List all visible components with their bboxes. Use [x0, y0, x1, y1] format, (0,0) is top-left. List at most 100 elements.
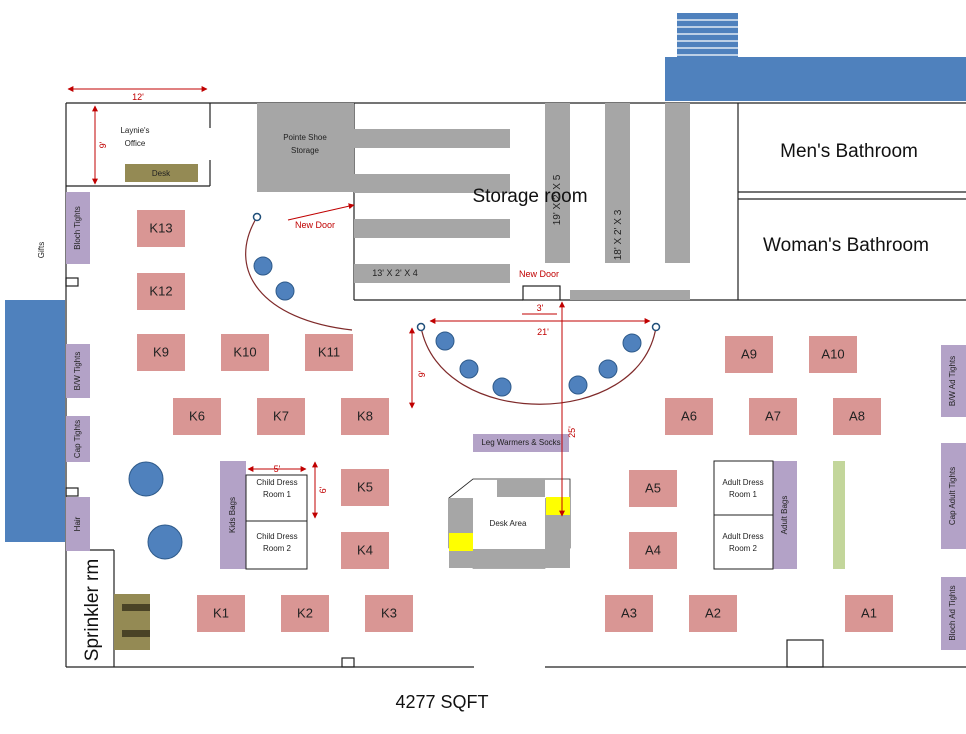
- bw-tights-sign: B/W Tights: [66, 344, 90, 398]
- svg-text:Kids Bags: Kids Bags: [228, 497, 237, 533]
- svg-text:Pointe Shoe: Pointe Shoe: [283, 133, 327, 142]
- new-door-note-1: New Door: [295, 220, 335, 230]
- svg-text:K3: K3: [381, 605, 397, 620]
- office-label-2: Office: [125, 139, 146, 148]
- svg-text:A1: A1: [861, 605, 877, 620]
- svg-text:Room 1: Room 1: [263, 490, 292, 499]
- svg-text:Room 2: Room 2: [263, 544, 292, 553]
- new-door-note-2: New Door: [519, 269, 559, 279]
- dressing-rooms: [245, 460, 774, 570]
- fixture-a7: A7: [749, 398, 797, 435]
- fixture-a2: A2: [689, 595, 737, 632]
- fixture-k2: K2: [281, 595, 329, 632]
- svg-text:A3: A3: [621, 605, 637, 620]
- kids-fixtures: K13 K12 K9 K10 K11 K6 K7 K8 K5 K4 K1 K2 …: [137, 210, 413, 632]
- svg-text:K8: K8: [357, 408, 373, 423]
- svg-text:K11: K11: [318, 344, 340, 359]
- bloch-tights-sign: Bloch Tights: [66, 192, 90, 264]
- svg-text:Bloch Tights: Bloch Tights: [73, 206, 82, 250]
- office-height-dim: 9': [98, 141, 108, 148]
- svg-text:Bloch Ad Tights: Bloch Ad Tights: [948, 585, 957, 640]
- svg-text:A8: A8: [849, 408, 865, 423]
- adult-dress-room-1-line1: Adult Dress: [722, 478, 763, 487]
- svg-text:Room 1: Room 1: [729, 490, 758, 499]
- leg-warmers-sign: Leg Warmers & Socks: [473, 434, 569, 452]
- svg-text:B/W Ad Tights: B/W Ad Tights: [948, 356, 957, 406]
- arc-width-dim: 21': [537, 327, 549, 337]
- svg-text:Room 2: Room 2: [729, 544, 758, 553]
- curved-displays: [128, 212, 661, 560]
- svg-text:K4: K4: [357, 542, 373, 557]
- adult-bags-sign: Adult Bags: [773, 461, 797, 569]
- fixture-a3: A3: [605, 595, 653, 632]
- bw-ad-tights-sign: B/W Ad Tights: [941, 345, 966, 417]
- svg-text:Cap Adult Tights: Cap Adult Tights: [948, 467, 957, 525]
- office-label-1: Laynie's: [120, 126, 149, 135]
- desk-area-label: Desk Area: [490, 519, 527, 528]
- dimension-lines: 12' 9' New Door New Door 3' 21' 9' 25' 5…: [67, 86, 651, 519]
- fixture-k5: K5: [341, 469, 389, 506]
- wall-signs: Bloch Tights B/W Tights Cap Tights Hair …: [66, 192, 966, 650]
- hair-sign: Hair: [66, 497, 90, 551]
- pointe-shoe-storage: [257, 103, 354, 192]
- svg-text:18' X 2' X 3: 18' X 2' X 3: [613, 209, 624, 260]
- sprinkler-room-label: Sprinkler rm: [82, 559, 103, 661]
- svg-text:K13: K13: [149, 220, 172, 235]
- svg-text:A4: A4: [645, 542, 661, 557]
- svg-text:K9: K9: [153, 344, 169, 359]
- adult-dress-room-2-line1: Adult Dress: [722, 532, 763, 541]
- svg-text:Adult Bags: Adult Bags: [780, 496, 789, 535]
- svg-text:13' X 2' X 4: 13' X 2' X 4: [372, 268, 417, 278]
- fixture-k7: K7: [257, 398, 305, 435]
- cap-tights-sign: Cap Tights: [66, 416, 90, 462]
- svg-text:Storage: Storage: [291, 146, 320, 155]
- fixture-k8: K8: [341, 398, 389, 435]
- svg-text:K5: K5: [357, 479, 373, 494]
- adult-fixtures: A9 A10 A6 A7 A8 A5 A4 A3 A2 A1: [605, 336, 893, 632]
- sprinkler-unit: [114, 594, 150, 650]
- svg-text:K10: K10: [233, 344, 256, 359]
- fixture-a10: A10: [809, 336, 857, 373]
- fixture-k12: K12: [137, 273, 185, 310]
- fixture-k6: K6: [173, 398, 221, 435]
- child-dress-room-2-line1: Child Dress: [256, 532, 297, 541]
- child-dress-room-1-line1: Child Dress: [256, 478, 297, 487]
- svg-text:K7: K7: [273, 408, 289, 423]
- svg-text:Leg Warmers & Socks: Leg Warmers & Socks: [481, 438, 560, 447]
- fixture-a8: A8: [833, 398, 881, 435]
- aisle-dim: 25': [567, 426, 577, 438]
- gifts-label: Gifts: [37, 242, 46, 258]
- svg-text:K12: K12: [149, 283, 172, 298]
- svg-text:A5: A5: [645, 480, 661, 495]
- door-width-dim: 3': [537, 303, 544, 313]
- fixture-a6: A6: [665, 398, 713, 435]
- svg-text:A9: A9: [741, 346, 757, 361]
- desk-area: Desk Area: [448, 478, 571, 569]
- fixture-k13: K13: [137, 210, 185, 247]
- womens-bathroom-label: Woman's Bathroom: [763, 235, 929, 256]
- svg-text:A7: A7: [765, 408, 781, 423]
- fixture-k11: K11: [305, 334, 353, 371]
- mens-bathroom-label: Men's Bathroom: [780, 141, 918, 162]
- kids-bags-sign: Kids Bags: [220, 461, 246, 569]
- svg-text:A2: A2: [705, 605, 721, 620]
- office-desk-label: Desk: [152, 169, 171, 178]
- fixture-a5: A5: [629, 470, 677, 507]
- svg-text:K6: K6: [189, 408, 205, 423]
- dressing-width-dim: 5': [274, 464, 281, 474]
- svg-text:Cap Tights: Cap Tights: [73, 420, 82, 458]
- dressing-height-dim: 6': [318, 486, 328, 493]
- fixture-a1: A1: [845, 595, 893, 632]
- svg-text:K1: K1: [213, 605, 229, 620]
- fixture-a9: A9: [725, 336, 773, 373]
- green-stand: [833, 461, 845, 569]
- svg-text:K2: K2: [297, 605, 313, 620]
- exterior-blocks: [5, 13, 966, 542]
- fixture-k10: K10: [221, 334, 269, 371]
- svg-text:Hair: Hair: [73, 516, 82, 531]
- lainies-office: Laynie's Office Desk: [120, 126, 198, 182]
- fixture-k3: K3: [365, 595, 413, 632]
- arc-height-dim: 9': [417, 370, 427, 377]
- fixture-k9: K9: [137, 334, 185, 371]
